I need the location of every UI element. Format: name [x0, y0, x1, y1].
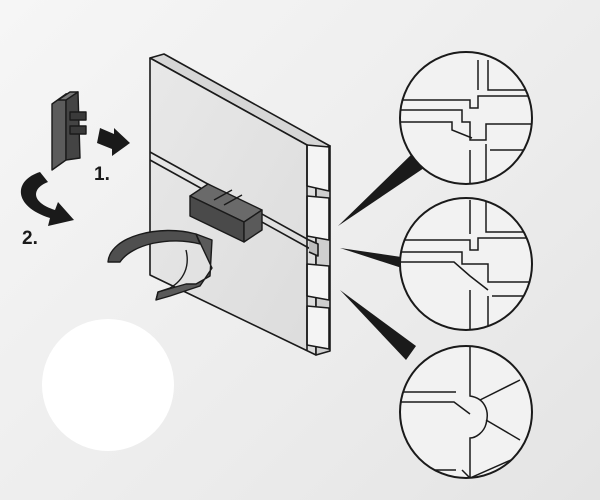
detail-pointers — [338, 152, 424, 360]
push-arrow-icon — [97, 128, 130, 156]
detail-circle-2 — [399, 197, 533, 331]
loose-connector — [51, 91, 87, 171]
step-2-label: 2. — [22, 228, 38, 249]
step-1-label: 1. — [94, 164, 110, 185]
detail-circle-3 — [399, 345, 533, 479]
rotate-arrow-icon — [20, 172, 75, 226]
mounted-connector — [189, 183, 263, 243]
background-circle — [42, 319, 174, 451]
detail-circle-1 — [399, 51, 533, 185]
c-clip — [107, 229, 213, 301]
